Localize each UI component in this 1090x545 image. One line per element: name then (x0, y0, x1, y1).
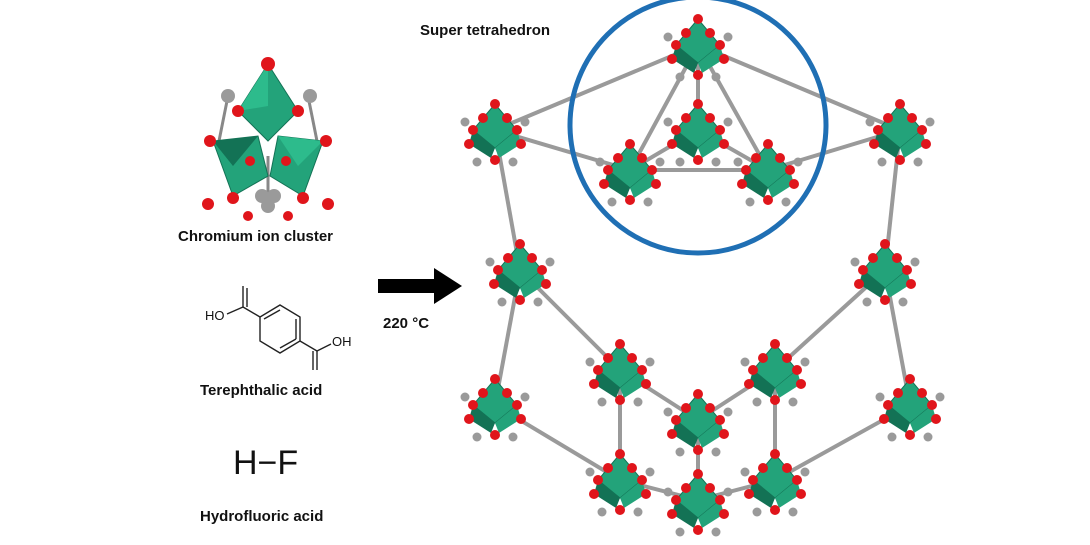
terephthalic-acid-label: Terephthalic acid (200, 382, 323, 399)
chromium-cluster-node (595, 139, 665, 207)
chromium-cluster-node (865, 99, 935, 167)
chromium-cluster-node (850, 239, 920, 307)
hydroxyl-left-label: HO (205, 308, 225, 323)
chromium-cluster-model (202, 57, 334, 221)
chromium-cluster-node (733, 139, 803, 207)
mof-framework-model (460, 0, 945, 537)
reaction-arrow (378, 268, 462, 304)
chromium-cluster-node (485, 239, 555, 307)
chromium-cluster-node (663, 99, 733, 167)
organic-linker (697, 43, 901, 132)
temperature-label: 220 °C (383, 315, 430, 332)
chromium-cluster-node (663, 469, 733, 537)
hydroxyl-right-label: OH (332, 334, 352, 349)
chromium-cluster-node (663, 389, 733, 457)
super-tetrahedron-highlight-circle (567, 0, 829, 256)
terephthalic-acid-structure: HO OH (205, 286, 352, 370)
hydrofluoric-acid-label: Hydrofluoric acid (200, 508, 324, 525)
chromium-cluster-node (875, 374, 945, 442)
chromium-cluster-node (663, 14, 733, 82)
chromium-cluster-node (585, 449, 655, 517)
organic-linker (494, 43, 699, 132)
hf-formula: H−F (233, 444, 299, 482)
chromium-cluster-node (740, 339, 810, 407)
chromium-cluster-node (460, 99, 530, 167)
chromium-cluster-node (740, 449, 810, 517)
super-tetrahedron-label: Super tetrahedron (420, 22, 551, 39)
chromium-cluster-label: Chromium ion cluster (178, 228, 334, 245)
chromium-cluster-node (585, 339, 655, 407)
chromium-cluster-node (460, 374, 530, 442)
